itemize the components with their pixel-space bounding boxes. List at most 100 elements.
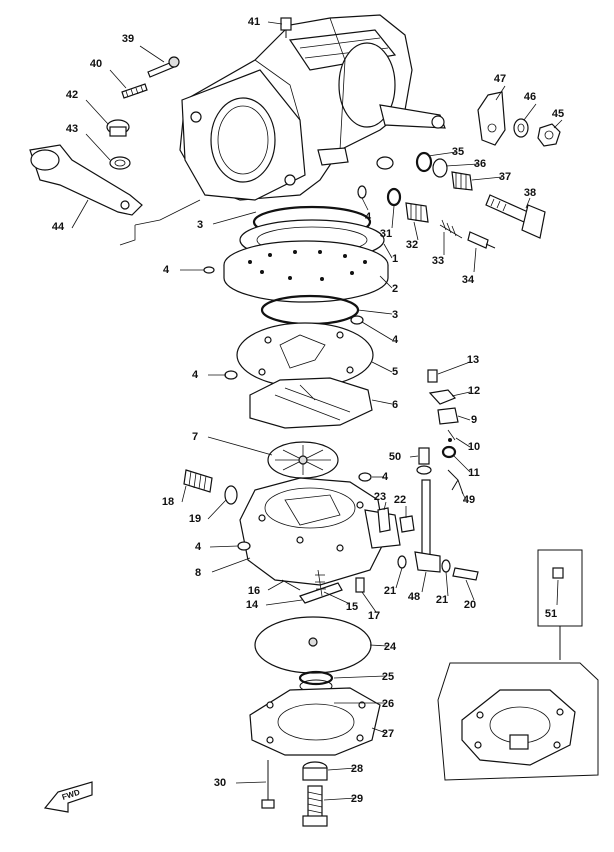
leader-line-28 <box>327 767 357 771</box>
leader-line-20 <box>465 579 475 601</box>
callout-label-12: 12 <box>468 385 480 397</box>
callout-label-29: 29 <box>351 793 363 805</box>
leader-line-3 <box>357 309 393 315</box>
leader-line-10 <box>455 437 471 448</box>
leader-line-5 <box>371 361 393 373</box>
washer-46 <box>513 118 529 138</box>
callout-label-4: 4 <box>365 211 372 223</box>
leader-line-30 <box>235 781 267 784</box>
callout-label-21: 21 <box>436 594 448 606</box>
clip-12 <box>428 389 457 405</box>
callout-label-11: 11 <box>468 467 480 479</box>
callout-label-40: 40 <box>90 58 102 70</box>
leader-line-32 <box>413 221 419 241</box>
callout-label-5: 5 <box>392 366 398 378</box>
plate-2 <box>223 240 389 303</box>
cap-28 <box>302 761 328 781</box>
leader-line-49 <box>461 491 467 501</box>
callout-label-23: 23 <box>374 491 386 503</box>
screw-17 <box>355 577 365 593</box>
callout-label-10: 10 <box>468 441 480 453</box>
leader-line-43 <box>85 133 111 161</box>
fitting-32 <box>405 202 429 223</box>
leader-line-35 <box>427 151 457 157</box>
leader-line-19 <box>207 499 227 520</box>
leader-line-37 <box>471 176 503 181</box>
leader-line-38 <box>525 197 531 209</box>
leader-line-31 <box>391 205 395 229</box>
cover-27 <box>249 687 381 756</box>
leader-line-39 <box>139 45 165 63</box>
callout-label-7: 7 <box>192 431 198 443</box>
hook-49 <box>447 469 464 495</box>
callout-label-21: 21 <box>384 585 396 597</box>
leader-line-12 <box>451 391 471 397</box>
leader-line-24 <box>369 644 389 647</box>
callout-label-37: 37 <box>499 171 511 183</box>
block-22 <box>399 515 415 533</box>
callout-label-42: 42 <box>66 89 78 101</box>
pin-20 <box>452 567 479 581</box>
callout-label-20: 20 <box>464 599 476 611</box>
callout-label-30: 30 <box>214 777 226 789</box>
callout-label-46: 46 <box>524 91 536 103</box>
leader-line-3 <box>212 211 257 225</box>
needle-34 <box>467 231 496 249</box>
callout-label-19: 19 <box>189 513 201 525</box>
leader-line-45 <box>553 119 563 129</box>
leader-line-7 <box>207 436 273 456</box>
oring-35 <box>415 151 433 173</box>
shaft-48 <box>414 479 441 573</box>
plug-50 <box>416 447 432 475</box>
callout-labels: 4139404243444746453536373831323334344123… <box>52 16 564 805</box>
callout-label-39: 39 <box>122 33 134 45</box>
callout-label-26: 26 <box>382 698 394 710</box>
leader-line-6 <box>371 399 393 405</box>
callout-label-47: 47 <box>494 73 506 85</box>
oring-31 <box>386 187 402 207</box>
leader-line-11 <box>453 455 471 473</box>
leader-line-48 <box>421 571 427 593</box>
callout-label-50: 50 <box>389 451 401 463</box>
callout-label-14: 14 <box>246 599 259 611</box>
callout-label-8: 8 <box>195 567 201 579</box>
leader-line-9 <box>457 415 471 421</box>
gasket-6 <box>249 377 373 429</box>
leader-line-21 <box>395 567 403 589</box>
fitting-18 <box>183 469 213 493</box>
callout-label-48: 48 <box>408 591 420 603</box>
bracket-47 <box>477 91 506 146</box>
spring-40 <box>121 83 148 99</box>
leader-line-15 <box>323 591 351 605</box>
callout-label-4: 4 <box>392 334 399 346</box>
callout-label-28: 28 <box>351 763 363 775</box>
callout-label-33: 33 <box>432 255 444 267</box>
leader-line-25 <box>333 675 387 679</box>
callout-label-4: 4 <box>382 471 389 483</box>
spring-15 <box>315 569 326 597</box>
leader-line-4 <box>361 321 393 341</box>
callout-label-45: 45 <box>552 108 564 120</box>
leader-line-4 <box>361 197 369 211</box>
leader-line-21 <box>445 571 449 597</box>
leader-line-36 <box>445 163 479 167</box>
callout-label-36: 36 <box>474 158 486 170</box>
callout-label-44: 44 <box>52 221 65 233</box>
lever-14 <box>299 582 343 604</box>
leader-line-2 <box>379 275 393 289</box>
callout-label-27: 27 <box>382 728 394 740</box>
callout-label-4: 4 <box>192 369 199 381</box>
screw-30 <box>261 760 275 809</box>
leader-line-41 <box>267 21 283 25</box>
callout-label-34: 34 <box>462 274 475 286</box>
leader-line-14 <box>265 599 303 606</box>
callout-label-24: 24 <box>384 641 397 653</box>
leader-line-51 <box>556 579 559 606</box>
leader-line-34 <box>473 247 477 273</box>
leader-line-8 <box>211 557 251 573</box>
leader-line-4 <box>209 545 239 548</box>
screw-13 <box>427 369 438 383</box>
callout-label-35: 35 <box>452 146 464 158</box>
